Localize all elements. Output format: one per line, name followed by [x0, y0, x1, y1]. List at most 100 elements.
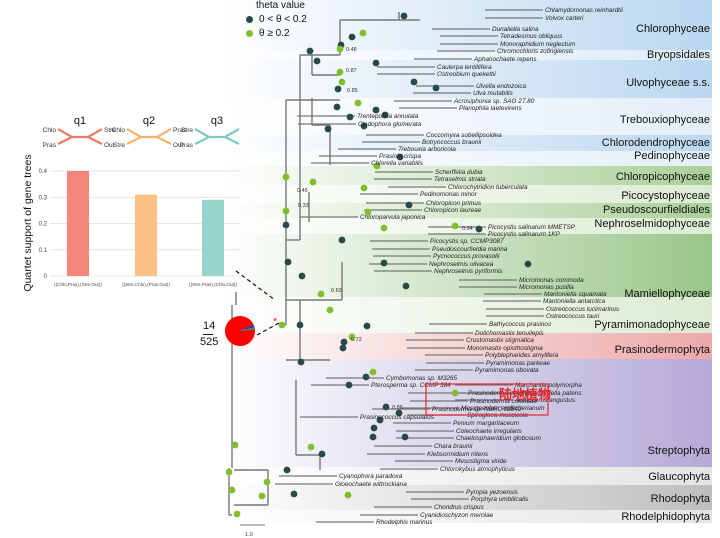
pie-count-bottom: 525	[200, 336, 219, 348]
clade-label: Prasinodermophyta	[615, 344, 711, 356]
clade-label: Chlorophyceae	[636, 23, 710, 35]
clade-label: Rhodophyta	[651, 493, 711, 505]
taxon-label: Aphanochaete repens	[473, 56, 537, 63]
support-value: 0.87	[346, 68, 357, 74]
taxon-label: Crustomastix stigmatica	[466, 337, 534, 344]
taxon-label: Chlorokybus atmophyticus	[440, 466, 516, 473]
taxon-label: Scherffelia dubia	[435, 169, 483, 176]
taxon-label: Marchantia polymorpha	[515, 382, 582, 389]
x-tick-label: ((Stre,Chlo),(Pras,Out))	[122, 282, 170, 287]
high-theta-node	[451, 389, 459, 397]
taxon-label: Botryococcus braunii	[422, 139, 482, 146]
low-theta-node	[395, 409, 403, 417]
clade-label: Ulvophyceae s.s.	[626, 77, 710, 89]
high-theta-node	[278, 321, 286, 329]
high-theta-node	[360, 184, 368, 192]
taxon-label: Chondrus crispus	[434, 504, 485, 511]
taxon-label: Coccomyxa subellipsoidea	[426, 132, 502, 139]
taxon-label: Chara braunii	[434, 443, 473, 450]
clade-label: Pyramimonadophyceae	[594, 319, 710, 331]
quartet-topology-icon	[57, 128, 103, 145]
high-theta-node	[225, 468, 233, 476]
legend-title: theta value	[256, 0, 305, 11]
taxon-label: Penium margaritaceum	[453, 420, 520, 427]
pie-slice-blue	[240, 324, 255, 331]
low-theta-node	[372, 106, 380, 114]
low-theta-node	[360, 122, 368, 130]
quartet-name: q1	[74, 115, 86, 127]
taxon-label: Trebouxia arboricola	[398, 146, 456, 153]
clade-label: Pseudoscourfieldiales	[603, 204, 711, 216]
low-theta-node	[369, 433, 377, 441]
clade-label: Picocystophyceae	[621, 190, 710, 202]
quartet-leaf-label: Stre	[104, 127, 116, 134]
taxon-label: Rhodelphis marinus	[376, 519, 433, 526]
taxon-label: Prasinoderma coloniale	[470, 398, 537, 405]
taxon-label: Monomastix opisthostigma	[467, 345, 543, 352]
x-tick-label: ((Stre,Pras),(Chlo,Out))	[189, 282, 237, 287]
clade-label: Chloropicophyceae	[616, 171, 710, 183]
y-tick-label: 0.1	[39, 248, 48, 254]
taxon-label: Pyramimonas parkeae	[486, 360, 550, 367]
high-theta-node	[373, 162, 381, 170]
high-theta-node	[228, 486, 236, 494]
taxon-label: Nephroselmis olivacea	[429, 261, 494, 268]
high-theta-node	[344, 491, 352, 499]
taxon-label: Anthoceros angustus	[514, 397, 576, 404]
low-theta-node	[283, 466, 291, 474]
taxon-label: Planophila laetevirens	[459, 105, 522, 112]
taxon-label: Acrosiphonia sp. SAG 27.80	[453, 98, 535, 105]
clade-label: Glaucophyta	[648, 471, 711, 483]
low-theta-node	[333, 103, 341, 111]
taxon-label: Ostreobium quekettii	[437, 71, 496, 78]
taxon-label: Pedinomonas minor	[420, 191, 478, 198]
y-axis-label: Quartet support of gene trees	[22, 154, 34, 291]
high-theta-node	[233, 510, 241, 518]
low-theta-node	[376, 416, 384, 424]
taxon-label: Trentepohlia annulata	[357, 113, 419, 120]
taxon-label: Chloropicon primus	[426, 200, 482, 207]
quartet-leaf-label: Out	[104, 142, 115, 149]
green-dot-icon	[246, 30, 253, 37]
taxon-label: Pterosperma sp. CCMP 384	[371, 382, 451, 389]
band-fade	[222, 0, 720, 523]
legend-label: 0 < θ < 0.2	[259, 14, 307, 25]
taxon-label: Coleochaete irregularis	[456, 428, 523, 435]
high-theta-node	[359, 29, 367, 37]
clade-label: Nephroselmidophyceae	[594, 218, 710, 230]
low-theta-node	[381, 111, 389, 119]
taxon-label: Chaetosphaeridium globosum	[456, 435, 542, 442]
taxon-label: Mesotaenium endlicherianum	[461, 405, 545, 412]
support-value: 0.85	[347, 88, 358, 94]
bar	[135, 194, 157, 276]
pie-connector-top	[235, 270, 276, 301]
clade-label: Pedinophyceae	[634, 150, 710, 162]
taxon-label: Physcomitrella patens	[519, 390, 582, 397]
y-tick-label: 0	[44, 274, 48, 280]
fraction-bar	[203, 334, 213, 335]
land-plant-box	[425, 383, 549, 416]
low-theta-node	[362, 373, 370, 381]
low-theta-node	[402, 282, 410, 290]
pie-count-top: 14	[203, 320, 216, 332]
taxon-label: Cymbomonas sp. M3265	[386, 375, 457, 382]
taxon-label: Volvox carteri	[545, 15, 584, 22]
low-theta-node	[306, 47, 314, 55]
high-theta-node	[380, 224, 388, 232]
taxon-label: Chlamydomonas reinhardtii	[545, 7, 623, 14]
taxon-label: Picocystis salinarum MMETSP	[488, 224, 576, 231]
low-theta-node	[475, 225, 483, 233]
low-theta-node	[363, 322, 371, 330]
taxon-label: Ulvella endozoica	[476, 83, 527, 90]
taxon-label: Chlorella variabilis	[371, 160, 424, 167]
quartet-leaf-label: Stre	[181, 127, 193, 134]
taxon-label: Cyanophora paradoxa	[339, 473, 403, 480]
high-theta-node	[282, 173, 290, 181]
low-theta-node	[324, 125, 332, 133]
taxon-label: Mantoniella antarctica	[543, 298, 606, 305]
support-value: 0.33	[298, 203, 309, 209]
high-theta-node	[336, 45, 344, 53]
support-value: 0.48	[346, 47, 357, 53]
clade-label: Chlorodendrophyceae	[602, 137, 710, 149]
